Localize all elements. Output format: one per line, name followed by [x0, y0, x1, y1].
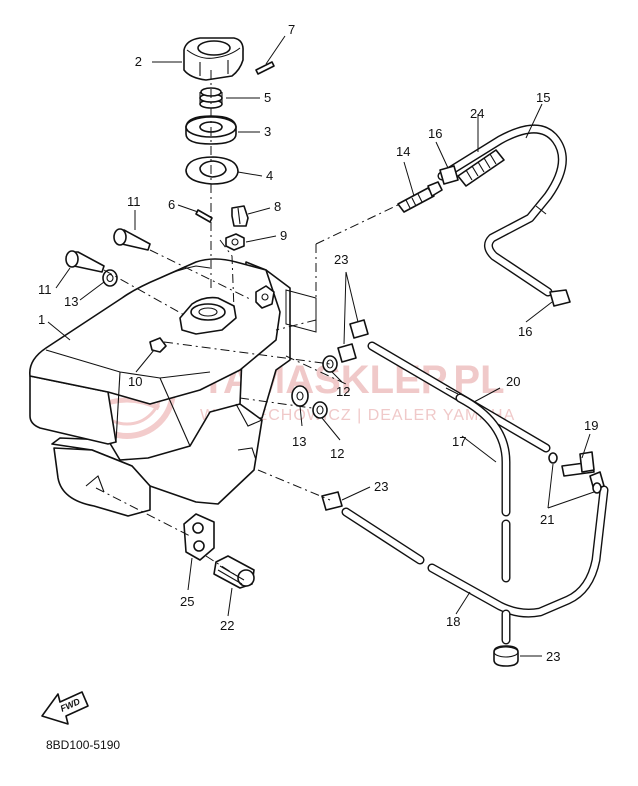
callout-2: 2 — [135, 54, 142, 69]
callout-24: 24 — [470, 106, 484, 121]
hose-protector-24 — [457, 149, 505, 187]
bolt-11-lower — [65, 250, 105, 273]
callout-1: 1 — [38, 312, 45, 327]
callout-23-upper: 23 — [334, 252, 348, 267]
clip-21-b — [592, 482, 602, 494]
callout-5: 5 — [264, 90, 271, 105]
callout-19: 19 — [584, 418, 598, 433]
callout-16-lower: 16 — [518, 324, 532, 339]
clamp-23-mid — [321, 491, 343, 511]
callout-12-lower: 12 — [330, 446, 344, 461]
fwd-arrow-icon: FWD — [41, 691, 89, 725]
clamp-23-upper-a — [349, 319, 369, 339]
callouts: 2 7 5 3 4 6 8 9 11 11 13 1 10 12 12 13 2… — [38, 22, 598, 664]
clip-21-a — [548, 452, 558, 464]
callout-8: 8 — [274, 199, 281, 214]
clamp-16-lower — [549, 289, 571, 307]
clip-8 — [231, 205, 249, 227]
callout-4: 4 — [266, 168, 273, 183]
pin-6 — [195, 209, 213, 223]
hose-15 — [437, 124, 567, 297]
assembly-lines — [95, 70, 401, 575]
watermark-tagline: WOJCIECHOWICZ | DEALER YAMAHA — [200, 407, 515, 424]
callout-9: 9 — [280, 228, 287, 243]
callout-11-upper: 11 — [127, 194, 141, 209]
callout-22: 22 — [220, 618, 234, 633]
hose-17 — [341, 393, 511, 565]
callout-11-lower: 11 — [38, 282, 52, 297]
clamp-16-upper — [439, 165, 459, 185]
callout-12-upper: 12 — [336, 384, 350, 399]
callout-23-bottom: 23 — [546, 649, 560, 664]
callout-25: 25 — [180, 594, 194, 609]
filler-cap — [183, 37, 244, 81]
leader-lines — [47, 35, 595, 657]
callout-13-left: 13 — [64, 294, 78, 309]
callout-21: 21 — [540, 512, 554, 527]
hose-18 — [427, 485, 609, 618]
callout-17: 17 — [452, 434, 466, 449]
callout-18: 18 — [446, 614, 460, 629]
washer-13-left — [102, 269, 118, 287]
clamp-23-upper-b — [337, 343, 357, 363]
oil-tank — [29, 258, 291, 517]
grommet-12-right — [312, 401, 328, 419]
callout-6: 6 — [168, 197, 175, 212]
callout-15: 15 — [536, 90, 550, 105]
part-code: 8BD100-5190 — [46, 738, 120, 752]
bracket-25 — [183, 513, 215, 561]
cap-pin — [255, 61, 275, 75]
callout-3: 3 — [264, 124, 271, 139]
callout-7: 7 — [288, 22, 295, 37]
cap-gasket — [185, 156, 239, 185]
callout-14: 14 — [396, 144, 410, 159]
grommet-12-upper — [322, 355, 338, 373]
callout-16-upper: 16 — [428, 126, 442, 141]
nut-9 — [225, 233, 245, 251]
bolt-22 — [213, 555, 255, 589]
callout-13-right: 13 — [292, 434, 306, 449]
callout-23-mid: 23 — [374, 479, 388, 494]
clamp-23-bottom — [493, 645, 519, 667]
callout-20: 20 — [506, 374, 520, 389]
bolt-11-upper — [113, 228, 151, 251]
fitting-14 — [397, 181, 443, 213]
washer-13-right — [291, 385, 309, 407]
callout-10: 10 — [128, 374, 142, 389]
